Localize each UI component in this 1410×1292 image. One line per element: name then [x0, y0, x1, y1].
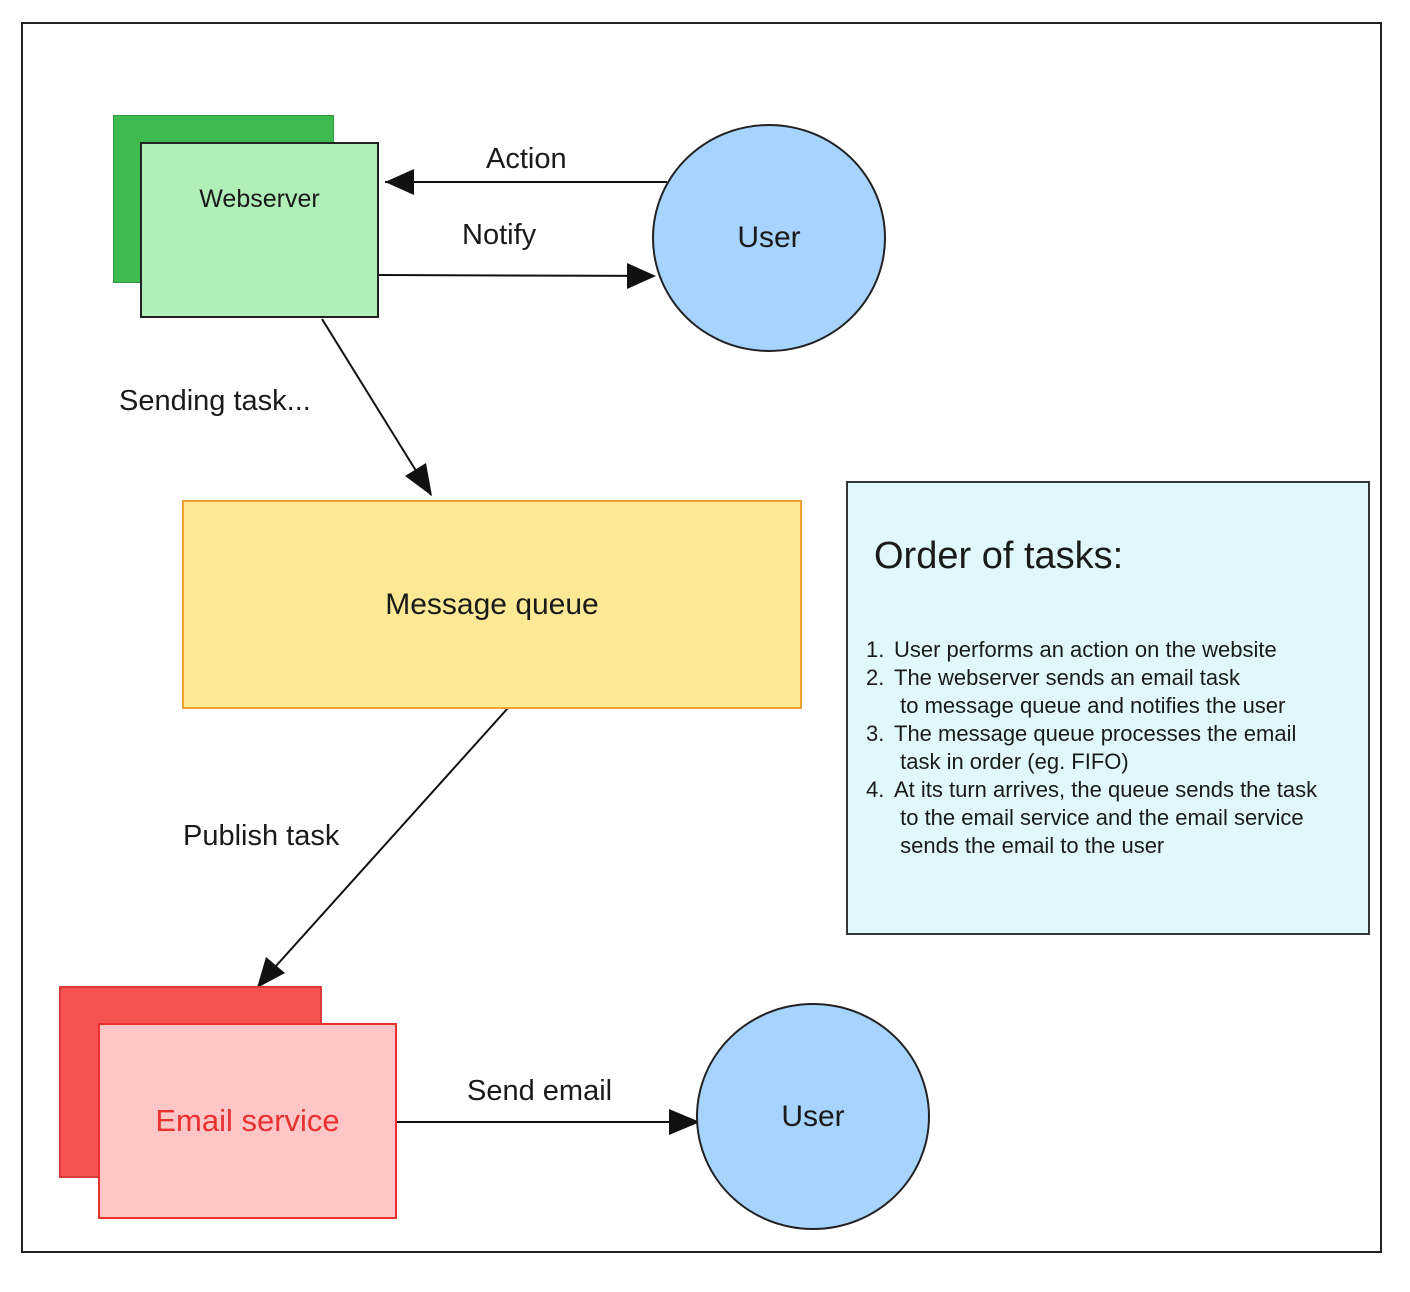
note-list: 1. User performs an action on the websit… [866, 636, 1317, 860]
note-item: 4. At its turn arrives, the queue sends … [866, 776, 1317, 860]
note-item-text: The message queue processes the email ta… [894, 721, 1297, 774]
notify-arrow [378, 274, 655, 277]
message-queue-label: Message queue [385, 587, 599, 621]
note-item-number: 2. [866, 665, 885, 690]
notify-arrowhead [627, 263, 656, 289]
note-item-number: 4. [866, 777, 885, 802]
user-node-bottom: User [696, 1003, 930, 1230]
notify-edge-label: Notify [462, 219, 537, 251]
action-arrowhead [385, 169, 414, 195]
note-item: 1. User performs an action on the websit… [866, 636, 1317, 664]
note-item: 2. The webserver sends an email task to … [866, 664, 1317, 720]
user-node-top: User [652, 124, 886, 352]
email-service-label: Email service [155, 1103, 340, 1138]
note-item-text: At its turn arrives, the queue sends the… [894, 777, 1318, 858]
message-queue-node: Message queue [182, 500, 802, 709]
send-email-arrowhead [669, 1109, 700, 1135]
sending-task-edge-label: Sending task... [119, 385, 311, 417]
webserver-label: Webserver [199, 184, 320, 213]
publish-task-arrowhead [257, 957, 285, 988]
action-edge-label: Action [486, 143, 567, 175]
email-service-node: Email service [98, 1023, 397, 1219]
user-top-label: User [737, 221, 801, 254]
diagram-frame [21, 22, 1382, 1253]
note-item-number: 3. [866, 721, 885, 746]
order-of-tasks-note: Order of tasks: 1. User performs an acti… [846, 481, 1370, 935]
sending-task-arrow [321, 318, 432, 496]
note-item: 3. The message queue processes the email… [866, 720, 1317, 776]
publish-task-arrow [257, 707, 509, 987]
note-title: Order of tasks: [874, 535, 1124, 577]
user-bottom-label: User [781, 1099, 845, 1133]
publish-task-edge-label: Publish task [183, 820, 340, 852]
sending-task-arrowhead [405, 463, 432, 496]
note-item-text: The webserver sends an email task to mes… [894, 665, 1286, 718]
note-item-text: User performs an action on the website [894, 637, 1277, 662]
note-item-number: 1. [866, 637, 885, 662]
webserver-node: Webserver [140, 142, 379, 318]
send-email-edge-label: Send email [467, 1075, 613, 1107]
